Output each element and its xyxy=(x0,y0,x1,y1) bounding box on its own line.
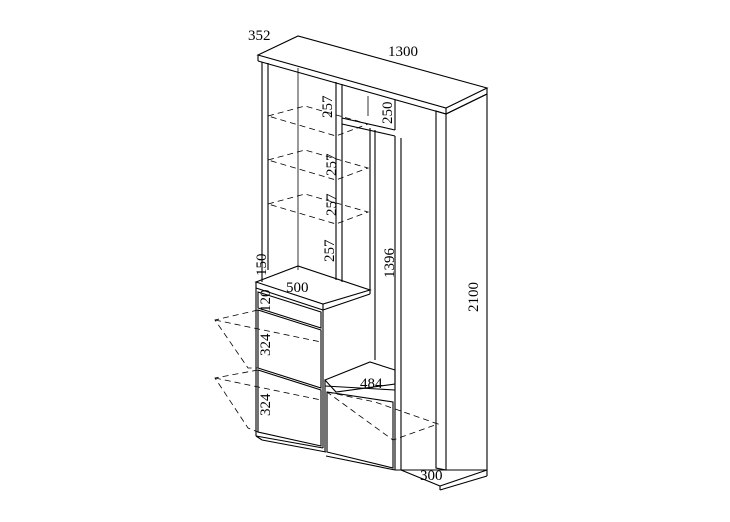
shelf-3 xyxy=(266,193,370,225)
dim-drawer-top: 120 xyxy=(258,290,274,313)
right-side-panel xyxy=(435,110,447,471)
dim-niche-width: 484 xyxy=(360,376,383,392)
dim-top-box: 250 xyxy=(380,102,396,125)
dim-height-total: 2100 xyxy=(466,282,482,312)
dim-shelf-3: 257 xyxy=(324,193,340,216)
dim-door-1: 324 xyxy=(258,333,274,356)
dim-gap-150: 150 xyxy=(254,254,270,277)
dim-base-depth: 300 xyxy=(420,468,443,484)
dim-cabinet-width: 500 xyxy=(286,280,309,296)
plinth xyxy=(255,435,263,441)
dim-door-2: 324 xyxy=(258,393,274,416)
dim-shelf-2: 257 xyxy=(324,153,340,176)
lower-box-door-open xyxy=(326,391,440,441)
door-2 xyxy=(257,369,322,447)
top-panel xyxy=(256,35,489,109)
dim-niche-height: 1396 xyxy=(382,248,398,279)
door-1-open xyxy=(214,309,259,369)
door-2-open xyxy=(214,369,259,433)
niche-bottom-shelf xyxy=(324,361,396,393)
lower-cabinet-top xyxy=(254,265,372,305)
dim-shelf-1: 257 xyxy=(320,95,336,118)
shelf-1 xyxy=(266,105,370,137)
shelf-2 xyxy=(266,149,370,181)
lower-box-door xyxy=(326,391,394,469)
dim-shelf-4: 257 xyxy=(322,239,338,262)
door-1 xyxy=(257,309,322,389)
dim-depth-top: 352 xyxy=(248,28,271,44)
dim-width-total: 1300 xyxy=(388,44,418,60)
drawer-front xyxy=(257,291,322,329)
